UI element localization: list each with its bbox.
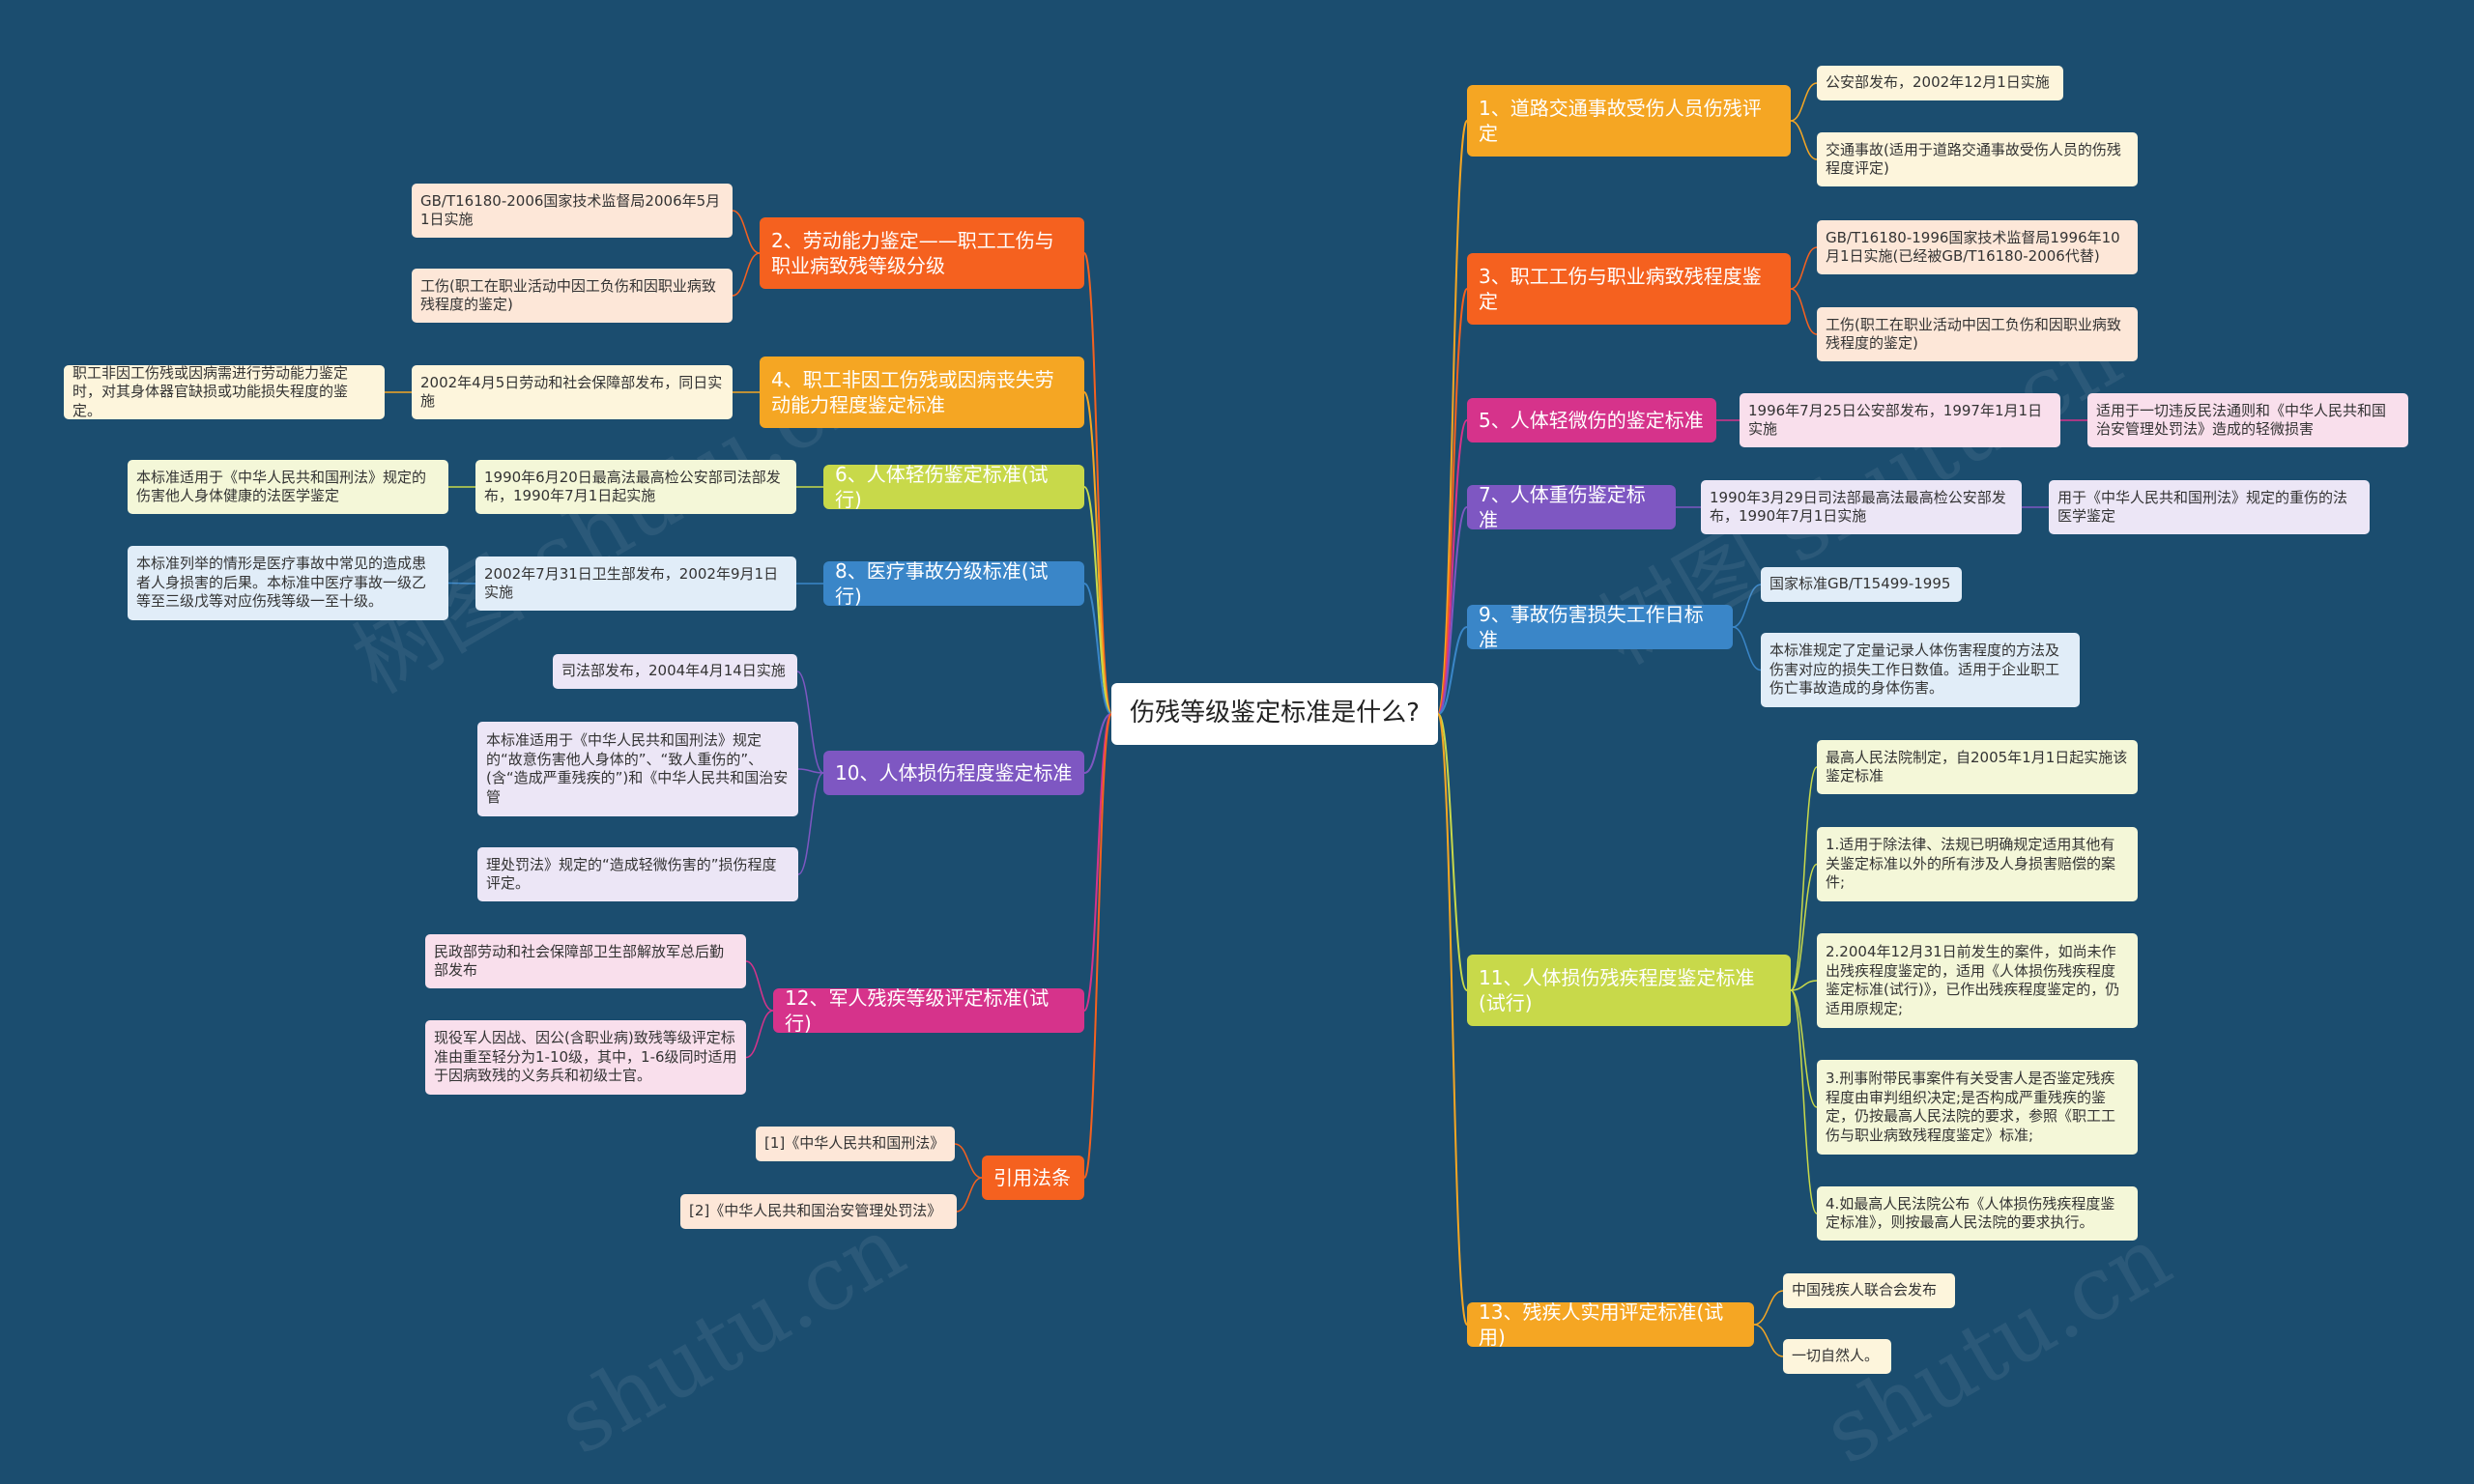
root-topic[interactable]: 伤残等级鉴定标准是什么? (1111, 683, 1438, 745)
connector (1083, 713, 1112, 774)
branch-citations[interactable]: 引用法条 (982, 1156, 1084, 1200)
branch-3-leaf-1[interactable]: GB/T16180-1996国家技术监督局1996年10月1日实施(已经被GB/… (1817, 220, 2138, 274)
branch-12-leaf-1[interactable]: 民政部劳动和社会保障部卫生部解放军总后勤部发布 (425, 934, 746, 988)
connector (796, 671, 824, 774)
connector (745, 1010, 774, 1059)
branch-5-leaf-1[interactable]: 1996年7月25日公安部发布，1997年1月1日实施 (1740, 393, 2060, 447)
branch-6-subleaf[interactable]: 本标准适用于《中华人民共和国刑法》规定的伤害他人身体健康的法医学鉴定 (128, 460, 448, 514)
connector (1437, 713, 1468, 1326)
connector (1790, 288, 1818, 335)
branch-4-leaf-1[interactable]: 2002年4月5日劳动和社会保障部发布，同日实施 (412, 365, 733, 419)
citation-2[interactable]: [2]《中华人民共和国治安管理处罚法》 (680, 1194, 957, 1229)
branch-2-work-capacity[interactable]: 2、劳动能力鉴定——职工工伤与职业病致残等级分级 (760, 217, 1084, 289)
branch-7-leaf-1[interactable]: 1990年3月29日司法部最高法最高检公安部发布，1990年7月1日实施 (1701, 480, 2022, 534)
connector (1790, 120, 1818, 160)
connector (1790, 246, 1818, 290)
branch-7-serious-injury[interactable]: 7、人体重伤鉴定标准 (1467, 483, 1676, 531)
branch-4-non-work-disability[interactable]: 4、职工非因工伤残或因病丧失劳动能力程度鉴定标准 (760, 357, 1084, 428)
branch-11-leaf-3[interactable]: 2.2004年12月31日前发生的案件，如尚未作出残疾程度鉴定的，适用《人体损伤… (1817, 933, 2138, 1028)
connector (1083, 713, 1112, 1179)
branch-12-military-disability[interactable]: 12、军人残疾等级评定标准(试行) (773, 986, 1084, 1035)
branch-5-subleaf[interactable]: 适用于一切违反民法通则和《中华人民共和国治安管理处罚法》造成的轻微损害 (2087, 393, 2408, 447)
connector (1790, 980, 1818, 991)
connector (1083, 391, 1112, 715)
connector (1437, 626, 1468, 715)
connector (447, 582, 476, 585)
branch-9-lost-workday[interactable]: 9、事故伤害损失工作日标准 (1467, 603, 1733, 651)
branch-8-leaf-1[interactable]: 2002年7月31日卫生部发布，2002年9月1日实施 (475, 556, 796, 611)
branch-5-minor-injury[interactable]: 5、人体轻微伤的鉴定标准 (1467, 398, 1716, 442)
connector (1790, 82, 1818, 122)
citation-1[interactable]: [1]《中华人民共和国刑法》 (756, 1127, 955, 1161)
connector (1790, 989, 1818, 1108)
branch-6-leaf-1[interactable]: 1990年6月20日最高法最高检公安部司法部发布，1990年7月1日起实施 (475, 460, 796, 514)
branch-10-leaf-1[interactable]: 司法部发布，2004年4月14日实施 (553, 654, 797, 689)
branch-10-injury-degree[interactable]: 10、人体损伤程度鉴定标准 (823, 751, 1084, 795)
connector (1437, 120, 1468, 715)
branch-11-disability-degree[interactable]: 11、人体损伤残疾程度鉴定标准(试行) (1467, 955, 1791, 1026)
connector (1732, 626, 1762, 671)
connector (1753, 1324, 1784, 1357)
branch-13-leaf-2[interactable]: 一切自然人。 (1783, 1339, 1891, 1374)
connector (956, 1177, 983, 1213)
connector (732, 252, 761, 297)
branch-6-minor-injury-trial[interactable]: 6、人体轻伤鉴定标准(试行) (823, 463, 1084, 511)
connector (1790, 863, 1818, 991)
branch-13-leaf-1[interactable]: 中国残疾人联合会发布 (1783, 1273, 1955, 1308)
connector (1790, 989, 1818, 1214)
connector (1732, 584, 1762, 628)
branch-11-leaf-1[interactable]: 最高人民法院制定，自2005年1月1日起实施该鉴定标准 (1817, 740, 2138, 794)
branch-7-subleaf[interactable]: 用于《中华人民共和国刑法》规定的重伤的法医学鉴定 (2049, 480, 2370, 534)
connector (954, 1143, 983, 1179)
branch-1-leaf-2[interactable]: 交通事故(适用于道路交通事故受伤人员的伤残程度评定) (1817, 132, 2138, 186)
branch-13-disabled-persons[interactable]: 13、残疾人实用评定标准(试用) (1467, 1300, 1754, 1349)
branch-11-leaf-5[interactable]: 4.如最高人民法院公布《人体损伤残疾程度鉴定标准》，则按最高人民法院的要求执行。 (1817, 1186, 2138, 1241)
branch-3-occupational-injury[interactable]: 3、职工工伤与职业病致残程度鉴定 (1467, 253, 1791, 325)
connector (1437, 713, 1468, 991)
branch-4-subleaf[interactable]: 职工非因工伤残或因病需进行劳动能力鉴定时，对其身体器官缺损或功能损失程度的鉴定。 (64, 364, 385, 419)
branch-12-leaf-2[interactable]: 现役军人因战、因公(含职业病)致残等级评定标准由重至轻分为1-10级，其中，1-… (425, 1020, 746, 1095)
connector (732, 210, 761, 254)
branch-11-leaf-4[interactable]: 3.刑事附带民事案件有关受害人是否鉴定残疾程度由审判组织决定;是否构成严重残疾的… (1817, 1060, 2138, 1155)
branch-2-leaf-2[interactable]: 工伤(职工在职业活动中因工负伤和因职业病致残程度的鉴定) (412, 269, 733, 323)
branch-11-leaf-2[interactable]: 1.适用于除法律、法规已明确规定适用其他有关鉴定标准以外的所有涉及人身损害赔偿的… (1817, 827, 2138, 901)
connector (1083, 583, 1112, 715)
mind-map-canvas: 树图 shutu.cn 树图 shutu.cn shutu.cn shutu.c… (64, 66, 2408, 1484)
connector (1437, 419, 1468, 715)
connector (797, 768, 824, 774)
connector (1083, 486, 1112, 715)
branch-10-leaf-2[interactable]: 本标准适用于《中华人民共和国刑法》规定的“故意伤害他人身体的”、“致人重伤的”、… (477, 722, 798, 816)
connector (797, 772, 824, 875)
branch-8-medical-accident[interactable]: 8、医疗事故分级标准(试行) (823, 559, 1084, 608)
connector (745, 960, 774, 1012)
connector (1753, 1290, 1784, 1326)
branch-9-leaf-2[interactable]: 本标准规定了定量记录人体伤害程度的方法及伤害对应的损失工作日数值。适用于企业职工… (1761, 633, 2080, 707)
connector-lines (385, 82, 2087, 1357)
branch-2-leaf-1[interactable]: GB/T16180-2006国家技术监督局2006年5月1日实施 (412, 184, 733, 238)
branch-9-leaf-1[interactable]: 国家标准GB/T15499-1995 (1761, 567, 1962, 602)
connector (1083, 713, 1112, 1012)
branch-8-subleaf[interactable]: 本标准列举的情形是医疗事故中常见的造成患者人身损害的后果。本标准中医疗事故一级乙… (128, 546, 448, 620)
connector (1790, 766, 1818, 991)
branch-1-leaf-1[interactable]: 公安部发布，2002年12月1日实施 (1817, 66, 2063, 100)
connector (1437, 506, 1468, 715)
connector (1437, 288, 1468, 715)
branch-3-leaf-2[interactable]: 工伤(职工在职业活动中因工负伤和因职业病致残程度的鉴定) (1817, 307, 2138, 361)
branch-10-leaf-3[interactable]: 理处罚法》规定的“造成轻微伤害的”损伤程度评定。 (477, 847, 798, 901)
branch-1-road-traffic[interactable]: 1、道路交通事故受伤人员伤残评定 (1467, 85, 1791, 157)
